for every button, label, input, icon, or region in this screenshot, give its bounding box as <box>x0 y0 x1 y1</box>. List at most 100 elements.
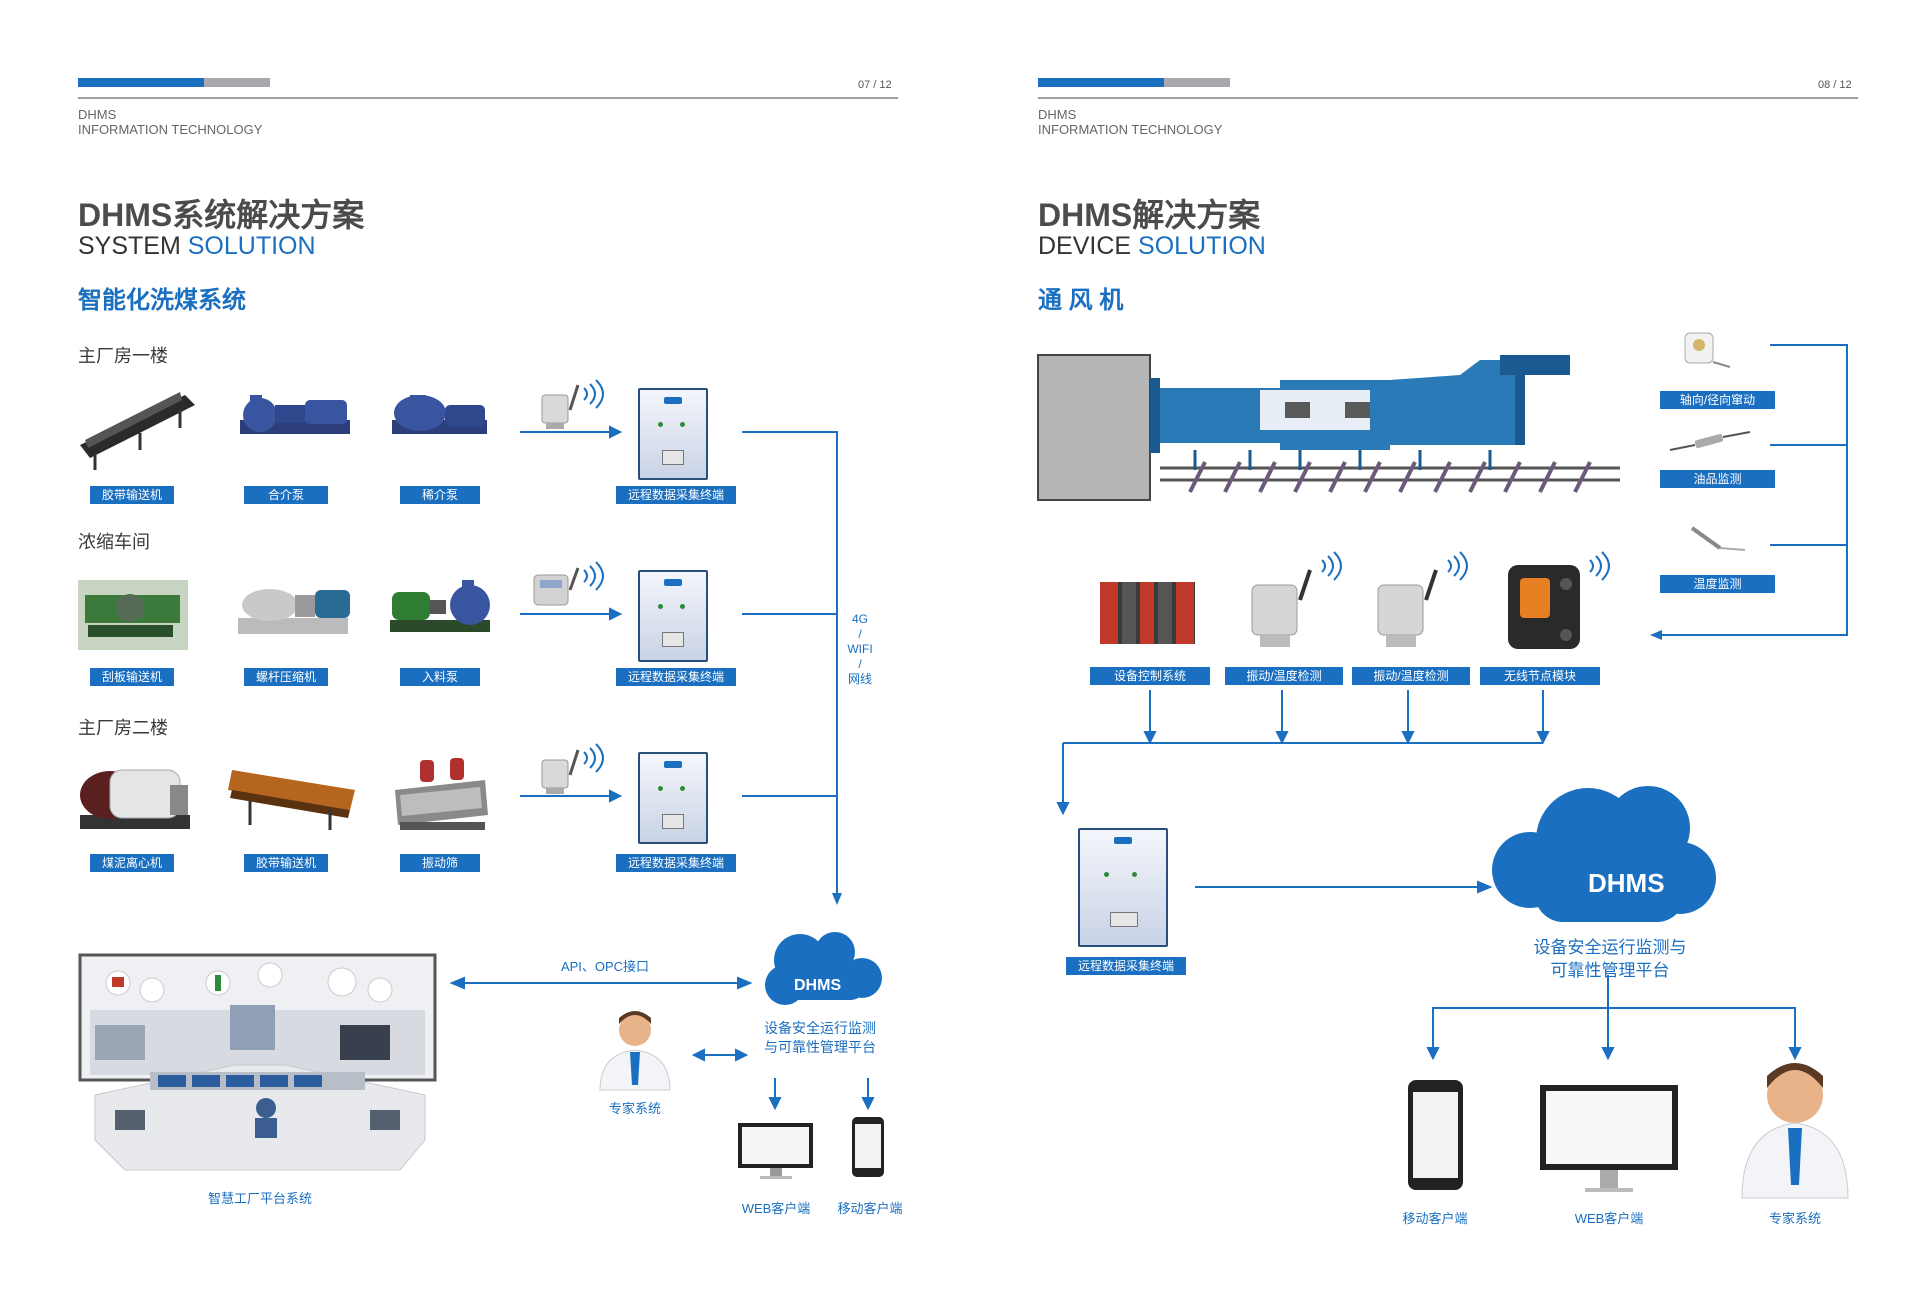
left-page: 07 / 12 DHMS INFORMATION TECHNOLOGY DHMS… <box>78 78 903 1216</box>
equipment-label: 刮板输送机 <box>90 668 174 686</box>
network-wifi: WIFI <box>847 642 873 656</box>
wireless-sensor-2-icon <box>533 561 604 606</box>
network-cable: 网线 <box>847 672 872 686</box>
left-diagram-graphics <box>78 379 884 1179</box>
cloud-text: DHMS <box>794 977 842 994</box>
sensor-bracket-arrow <box>1650 630 1662 640</box>
header-accent-bar <box>78 78 204 87</box>
sensor-label: 轴向/径向窜动 <box>1660 391 1775 409</box>
page-number: 08 / 12 <box>1818 79 1852 91</box>
section-heading-1: 主厂房一楼 <box>78 346 168 366</box>
equipment-label: 入料泵 <box>400 668 480 686</box>
wireless-node-module-image <box>1508 551 1610 649</box>
web-client-monitor-icon <box>738 1123 813 1179</box>
page-title: DHMS解决方案 <box>1038 197 1261 233</box>
remote-terminal <box>1078 828 1168 947</box>
wireless-sensor-3-icon <box>541 743 604 794</box>
wireless-sensor-1-icon <box>541 379 604 429</box>
terminal-label: 远程数据采集终端 <box>1066 957 1186 975</box>
equipment-label: 稀介泵 <box>400 486 480 504</box>
cloud-text: DHMS <box>1588 868 1665 898</box>
expert-label: 专家系统 <box>608 1101 661 1116</box>
network-sep: / <box>858 657 862 671</box>
terminal-to-cloud-arrow <box>1195 880 1493 894</box>
device-label: 振动/温度检测 <box>1225 667 1343 685</box>
title-en-part2: SOLUTION <box>1138 232 1266 260</box>
header-rule <box>78 97 898 99</box>
web-client-label: WEB客户端 <box>1574 1211 1644 1226</box>
right-diagram-graphics <box>1037 332 1849 1199</box>
slime-centrifuge-image <box>80 769 190 829</box>
platform-label-line2: 可靠性管理平台 <box>1550 961 1670 980</box>
equipment-label: 合介泵 <box>244 486 328 504</box>
api-label: API、OPC接口 <box>560 959 650 974</box>
right-page: 08 / 12 DHMS INFORMATION TECHNOLOGY DHMS… <box>960 0 1920 1309</box>
sensor-bracket-lines <box>1660 344 1848 636</box>
section-subtitle: 智能化洗煤系统 <box>78 287 246 314</box>
section-heading-3: 主厂房二楼 <box>78 718 168 738</box>
dilute-medium-pump-image <box>392 395 487 434</box>
mobile-client-phone-icon <box>852 1117 884 1177</box>
dense-medium-pump-image <box>240 395 350 434</box>
title-en-part1: SYSTEM <box>78 232 188 260</box>
device-label: 振动/温度检测 <box>1352 667 1470 685</box>
remote-terminal-2 <box>638 570 708 662</box>
page-title-en: DEVICE SOLUTION <box>1038 232 1266 261</box>
platform-label-line1: 设备安全运行监测 <box>764 1020 876 1036</box>
vibration-sensor-2-image <box>1377 551 1468 647</box>
network-label: 4G / WIFI / 网线 <box>840 612 880 687</box>
header-grey-bar <box>204 78 270 87</box>
terminal-label: 远程数据采集终端 <box>616 668 736 686</box>
dhms-cloud-icon <box>1492 786 1716 922</box>
platform-label-line1: 设备安全运行监测与 <box>1533 938 1687 957</box>
equipment-label: 胶带输送机 <box>90 486 174 504</box>
sensor-to-terminal-arrows <box>520 425 623 803</box>
platform-label-line2: 与可靠性管理平台 <box>764 1039 876 1055</box>
feed-pump-image <box>390 580 490 632</box>
vibrating-screen-image <box>395 758 488 830</box>
terminal-label: 远程数据采集终端 <box>616 854 736 872</box>
device-label: 设备控制系统 <box>1090 667 1210 685</box>
vibration-sensor-1-image <box>1251 551 1342 647</box>
sensor-label: 温度监测 <box>1660 575 1775 593</box>
scraper-conveyor-image <box>78 580 188 650</box>
network-4g: 4G <box>851 612 868 626</box>
title-en-part1: DEVICE <box>1038 232 1139 260</box>
expert-arrow <box>691 1048 749 1062</box>
header-grey-bar <box>1164 78 1230 87</box>
mobile-client-label: 移动客户端 <box>837 1201 903 1216</box>
page-number: 07 / 12 <box>858 79 892 91</box>
device-label: 无线节点模块 <box>1480 667 1600 685</box>
page-title-en: SYSTEM SOLUTION <box>78 232 316 261</box>
section-subtitle: 通 风 机 <box>1038 287 1124 314</box>
web-client-monitor-icon <box>1540 1085 1678 1192</box>
header-accent-bar <box>1038 78 1164 87</box>
ventilation-fan-illustration <box>1037 354 1620 501</box>
cloud-to-client-lines <box>1426 975 1802 1061</box>
axial-radial-sensor-icon <box>1684 332 1731 368</box>
client-arrows <box>768 1078 875 1111</box>
header-rule <box>1038 97 1858 99</box>
mobile-client-label: 移动客户端 <box>1402 1211 1468 1226</box>
screw-compressor-image <box>238 589 350 634</box>
section-heading-2: 浓缩车间 <box>78 532 150 552</box>
title-en-part2: SOLUTION <box>187 232 316 260</box>
equipment-label: 胶带输送机 <box>244 854 328 872</box>
smart-factory-illustration <box>78 953 437 1171</box>
terminal-label: 远程数据采集终端 <box>616 486 736 504</box>
network-bus-lines <box>742 431 838 895</box>
expert-doctor-icon <box>1741 1063 1849 1199</box>
factory-label: 智慧工厂平台系统 <box>207 1191 312 1206</box>
equipment-label: 煤泥离心机 <box>90 854 174 872</box>
remote-terminal-3 <box>638 752 708 844</box>
equipment-label: 振动筛 <box>400 854 480 872</box>
expert-label: 专家系统 <box>1768 1211 1821 1226</box>
device-bus-lines <box>1056 690 1550 816</box>
belt-conveyor-image <box>80 392 195 470</box>
brand-name: DHMS <box>78 107 117 122</box>
remote-terminal-1 <box>638 388 708 480</box>
equipment-label: 螺杆压缩机 <box>244 668 328 686</box>
temperature-sensor-icon <box>1690 526 1746 551</box>
mobile-client-phone-icon <box>1408 1080 1463 1190</box>
dhms-cloud-icon <box>765 932 882 1005</box>
